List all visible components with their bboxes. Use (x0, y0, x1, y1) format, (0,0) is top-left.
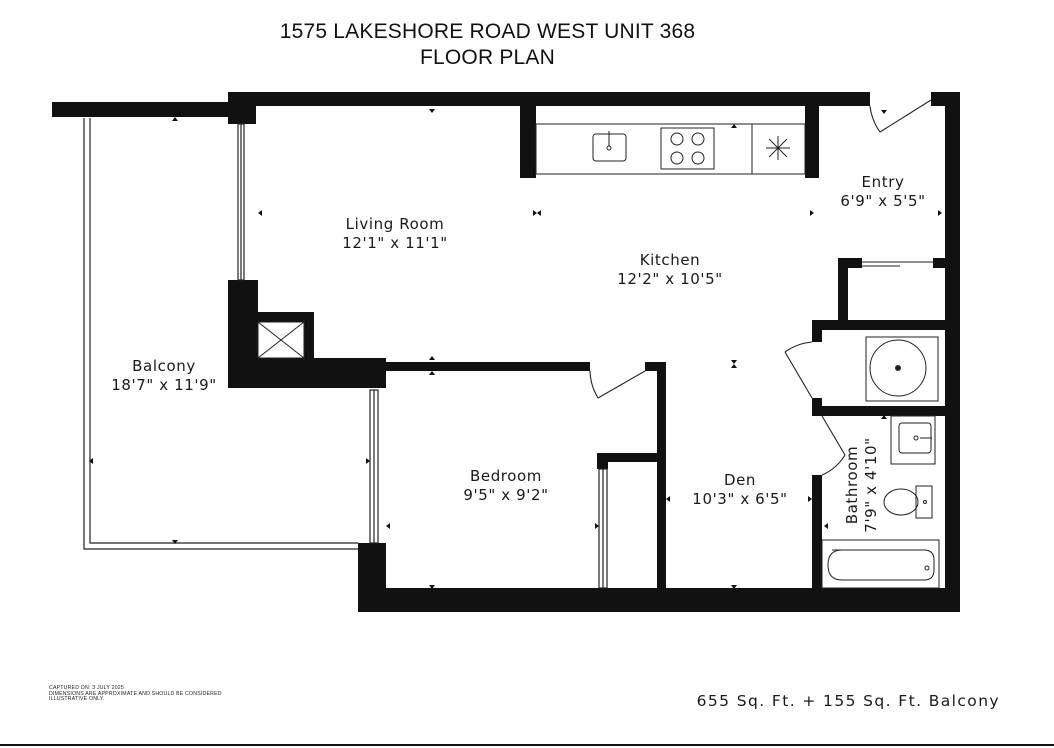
disclaimer-line-2: ILLUSTRATIVE ONLY. (49, 696, 105, 703)
den-dimensions: 10'3" x 6'5" (692, 490, 788, 508)
den-label: Den 10'3" x 6'5" (670, 471, 810, 509)
disclaimer-line-1: DIMENSIONS ARE APPROXIMATE AND SHOULD BE… (49, 690, 222, 697)
living-room-name: Living Room (345, 215, 445, 233)
kitchen-counter (535, 123, 806, 175)
bathroom-sink-icon (890, 415, 936, 465)
fridge-icon (766, 136, 790, 160)
bathroom-name: Bathroom (843, 445, 861, 525)
page-title: 1575 LAKESHORE ROAD WEST UNIT 368 (279, 20, 696, 43)
bathroom-dimensions: 7'9" x 4'10" (862, 437, 880, 533)
den-name: Den (723, 471, 757, 489)
kitchen-dimensions: 12'2" x 10'5" (617, 270, 723, 288)
balcony-name: Balcony (132, 357, 196, 375)
balcony-railing-top (52, 102, 235, 117)
living-room-dimensions: 12'1" x 11'1" (342, 234, 448, 252)
shaft-icon (257, 321, 305, 359)
page-subtitle: FLOOR PLAN (419, 46, 556, 69)
kitchen-label: Kitchen 12'2" x 10'5" (600, 251, 740, 289)
dimension-markers (89, 109, 942, 589)
washer-dryer-icon (865, 336, 939, 402)
bathroom-label: Bathroom 7'9" x 4'10" (843, 425, 881, 545)
bathtub-icon (821, 539, 940, 589)
doors (589, 99, 933, 476)
capture-note: CAPTURED ON: 3 JULY 2025 (49, 685, 124, 691)
entry-label: Entry 6'9" x 5'5" (828, 173, 938, 211)
bedroom-dimensions: 9'5" x 9'2" (463, 486, 549, 504)
entry-name: Entry (861, 173, 905, 191)
living-room-label: Living Room 12'1" x 11'1" (325, 215, 465, 253)
cooktop-icon (660, 127, 715, 170)
disclaimer-block: CAPTURED ON: 3 JULY 2025 DIMENSIONS ARE … (49, 685, 222, 703)
walls (228, 92, 960, 612)
area-summary: 655 Sq. Ft. + 155 Sq. Ft. Balcony (696, 692, 1000, 710)
balcony-outline (83, 118, 358, 550)
bedroom-name: Bedroom (469, 467, 543, 485)
windows (237, 123, 608, 589)
entry-dimensions: 6'9" x 5'5" (840, 192, 926, 210)
bedroom-label: Bedroom 9'5" x 9'2" (436, 467, 576, 505)
toilet-icon (883, 485, 933, 519)
sink-icon (592, 131, 627, 162)
balcony-dimensions: 18'7" x 11'9" (111, 376, 217, 394)
kitchen-name: Kitchen (639, 251, 701, 269)
balcony-label: Balcony 18'7" x 11'9" (94, 357, 234, 395)
bottom-divider (0, 744, 1054, 746)
